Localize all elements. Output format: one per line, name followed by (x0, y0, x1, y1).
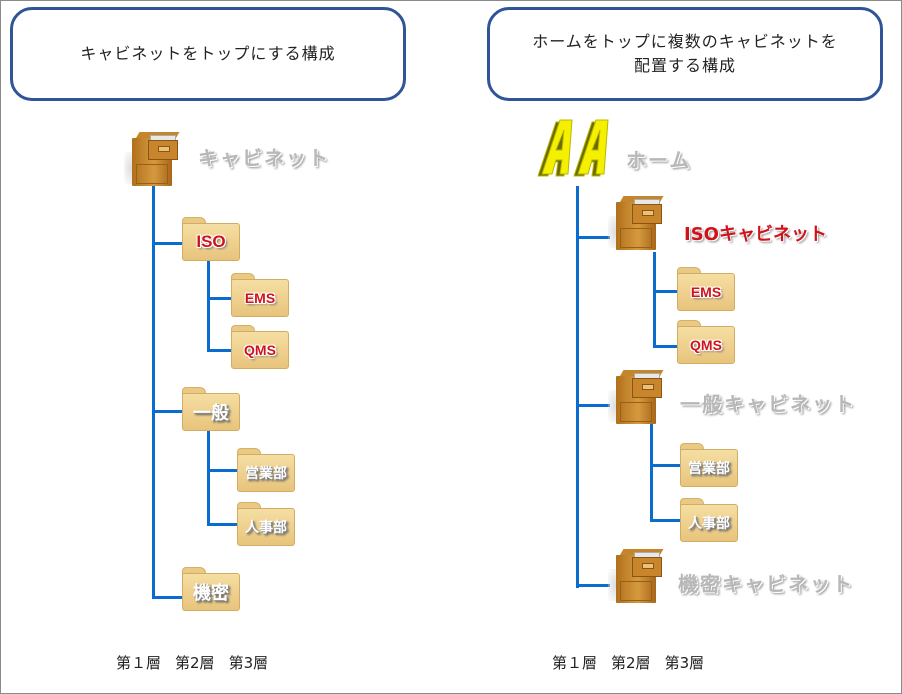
folder-qms: QMS (677, 320, 735, 364)
connector-line (152, 596, 182, 599)
left-root-label: キャビネット (198, 146, 330, 170)
right-caption-box: ホームをトップに複数のキャビネットを 配置する構成 (487, 7, 883, 101)
layer-3-label: 第3層 (664, 654, 705, 672)
connector-line (650, 424, 653, 522)
layer-1-label: 第１層 (552, 654, 598, 672)
file-cabinet-icon (608, 196, 664, 252)
folder-label: 機密 (193, 583, 229, 604)
connector-line (576, 404, 610, 407)
left-layer-labels: 第１層第2層第3層 (116, 652, 282, 673)
folder-label: EMS (690, 284, 722, 300)
left-caption-text: キャビネットをトップにする構成 (80, 44, 336, 63)
folder-label: QMS (244, 342, 276, 358)
connector-line (576, 584, 610, 587)
folder-sales: 営業部 (680, 443, 738, 487)
folder-hr: 人事部 (680, 498, 738, 542)
folder-label: QMS (690, 337, 722, 353)
connector-line (207, 258, 210, 352)
file-cabinet-icon (124, 132, 180, 188)
folder-label: EMS (244, 290, 276, 306)
connector-line (653, 345, 677, 348)
general-cabinet-label: 一般キャビネット (680, 392, 856, 416)
folder-label: 一般 (193, 403, 229, 424)
connector-line (207, 349, 231, 352)
folder-qms: QMS (231, 325, 289, 369)
connector-line (207, 430, 210, 526)
aa-logo-icon (537, 119, 609, 177)
left-caption-box: キャビネットをトップにする構成 (10, 7, 406, 101)
connector-line (650, 464, 680, 467)
confidential-cabinet-label: 機密キャビネット (678, 572, 854, 596)
connector-line (576, 236, 610, 239)
right-caption-line2: 配置する構成 (633, 56, 736, 75)
folder-label: ISO (196, 232, 226, 251)
folder-sales: 営業部 (237, 448, 295, 492)
file-cabinet-icon (608, 370, 664, 426)
connector-line (207, 523, 239, 526)
iso-cabinet-label: ISOキャビネット (684, 224, 827, 245)
folder-ems: EMS (231, 273, 289, 317)
layer-2-label: 第2層 (175, 654, 215, 672)
connector-line (653, 252, 656, 348)
right-caption-line1: ホームをトップに複数のキャビネットを (532, 32, 838, 51)
folder-hr: 人事部 (237, 502, 295, 546)
folder-confidential: 機密 (182, 567, 240, 611)
right-layer-labels: 第１層第2層第3層 (552, 652, 718, 673)
folder-label: 営業部 (688, 461, 730, 477)
layer-1-label: 第１層 (116, 654, 162, 672)
connector-line (152, 410, 182, 413)
file-cabinet-icon (608, 549, 664, 605)
folder-label: 人事部 (688, 516, 730, 532)
layer-3-label: 第3層 (228, 654, 269, 672)
connector-line (152, 186, 155, 598)
layer-2-label: 第2層 (611, 654, 651, 672)
connector-line (576, 186, 579, 588)
right-root-label: ホーム (626, 148, 692, 172)
folder-label: 営業部 (245, 466, 287, 482)
folder-label: 人事部 (245, 520, 287, 536)
connector-line (207, 469, 239, 472)
folder-iso: ISO (182, 217, 240, 261)
connector-line (653, 290, 677, 293)
connector-line (207, 297, 231, 300)
folder-ems: EMS (677, 267, 735, 311)
folder-general: 一般 (182, 387, 240, 431)
connector-line (650, 519, 680, 522)
connector-line (152, 242, 182, 245)
